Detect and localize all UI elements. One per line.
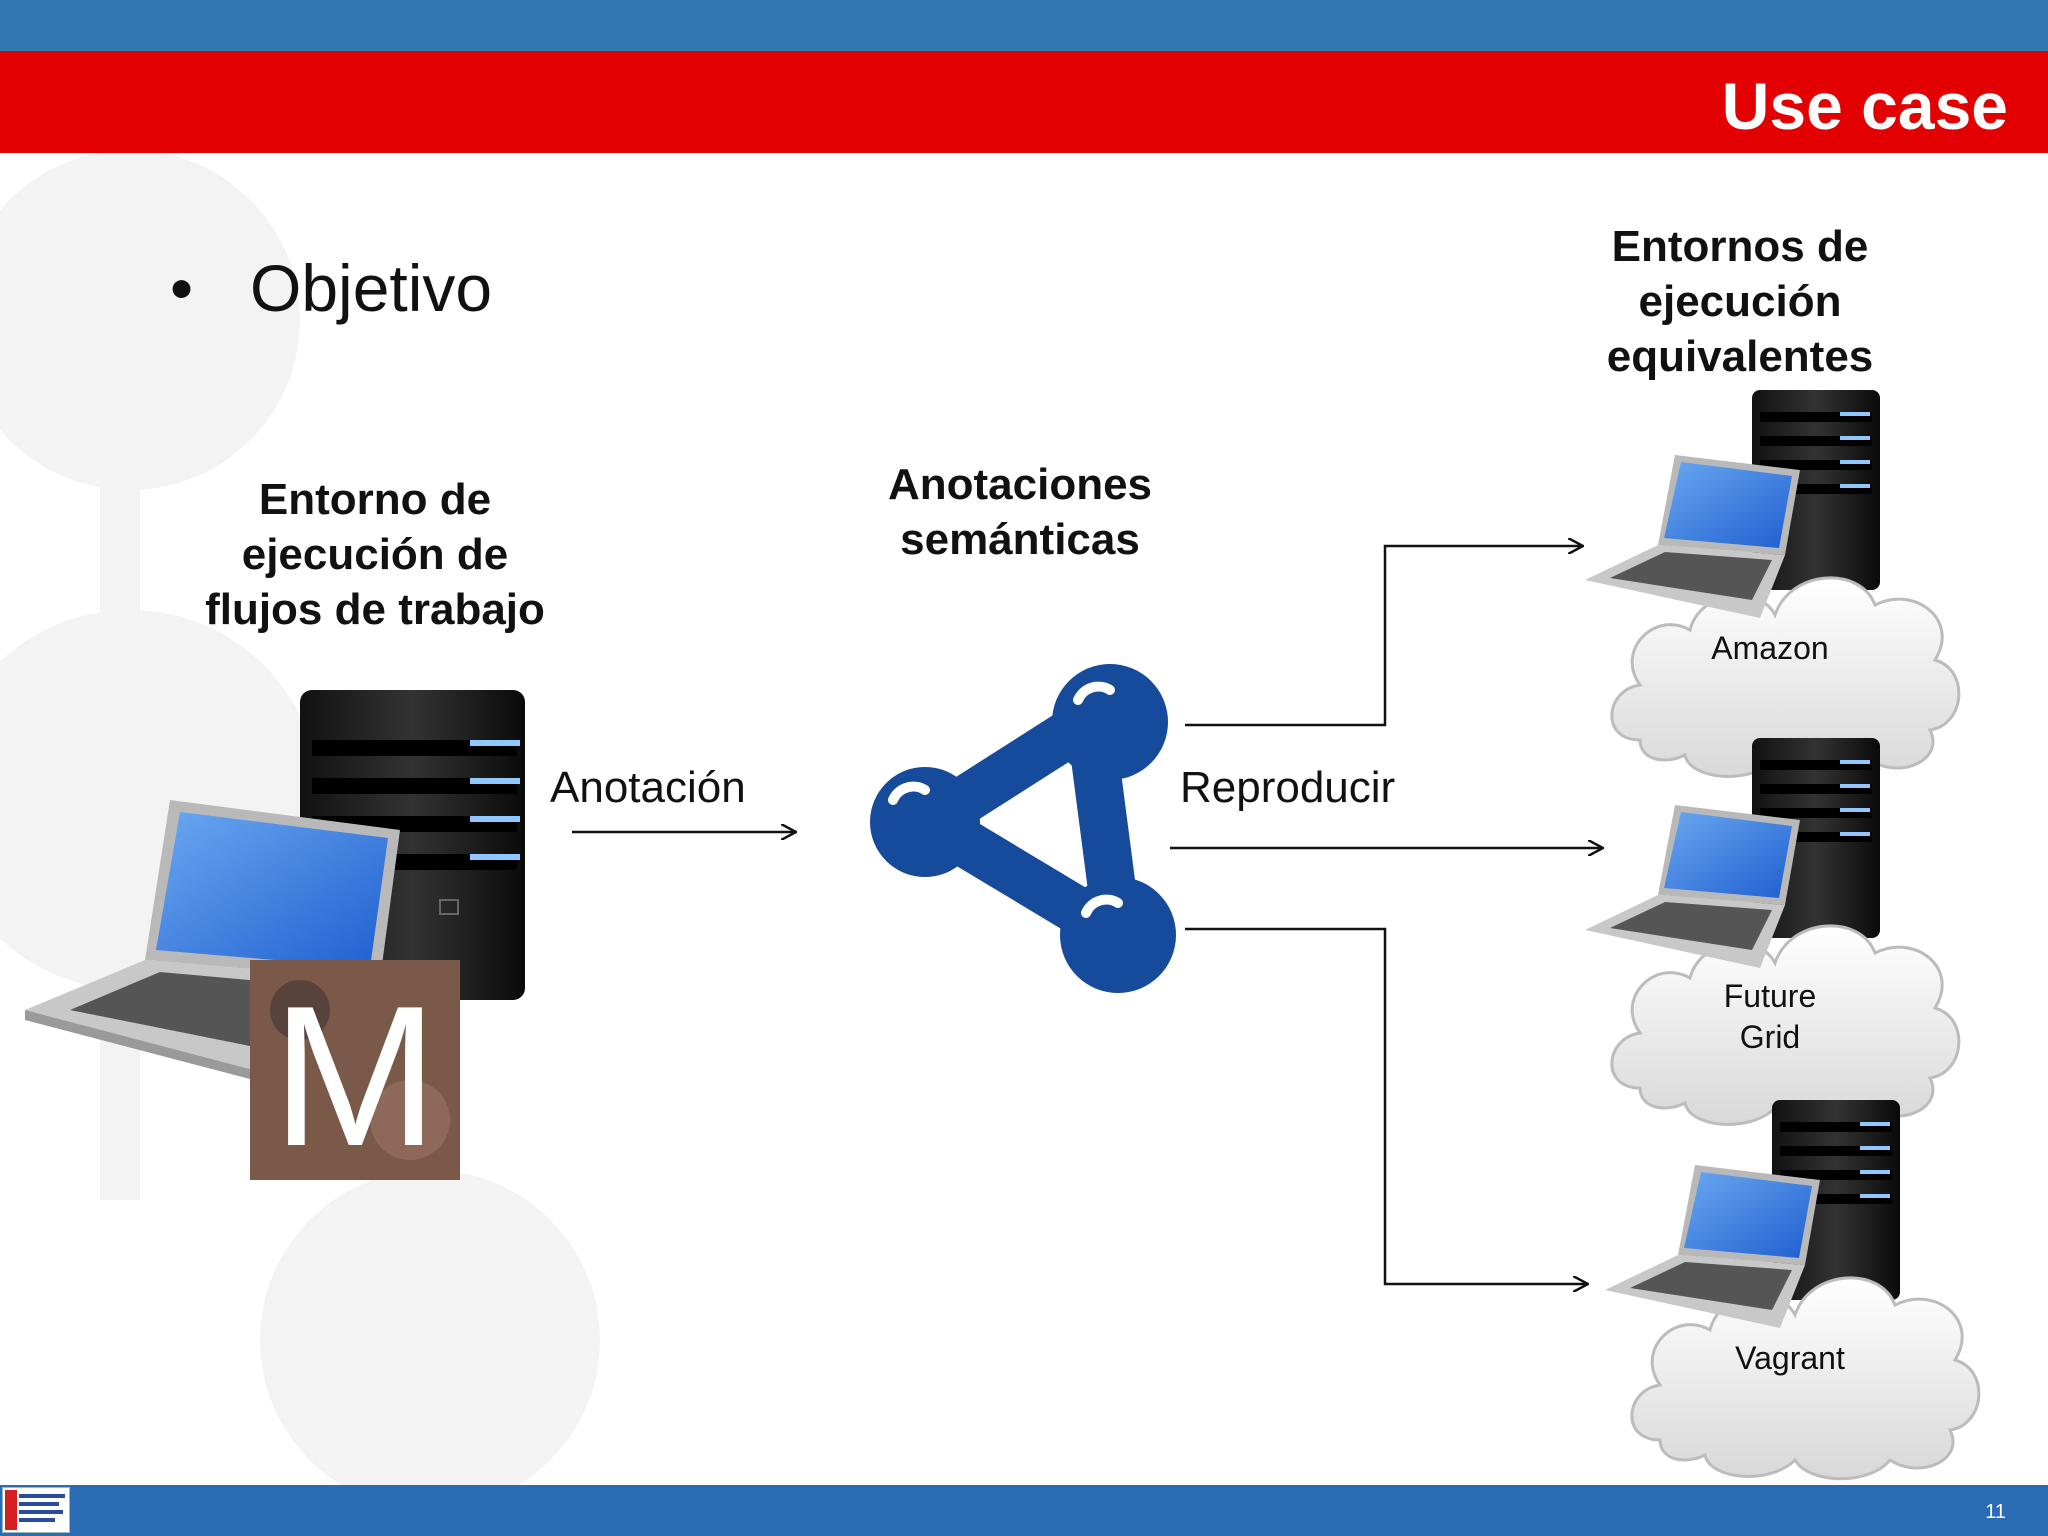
semantic-annotations-label: Anotaciones semánticas bbox=[887, 460, 1153, 564]
futuregrid-environment bbox=[1585, 738, 1961, 1129]
amazon-laptop-icon bbox=[1585, 455, 1800, 618]
title-bar bbox=[0, 51, 2048, 153]
futuregrid-laptop-icon bbox=[1585, 805, 1800, 968]
reproduce-arrow-label: Reproducir bbox=[1180, 763, 1396, 812]
bottom-bar bbox=[0, 1485, 2048, 1536]
equivalent-environments-label: Entornos de ejecución equivalentes bbox=[1606, 222, 1874, 381]
arrow-to-amazon bbox=[1185, 546, 1582, 727]
semantic-web-icon bbox=[870, 664, 1176, 993]
bullet-text: Objetivo bbox=[250, 251, 493, 325]
annotate-arrow-label: Anotación bbox=[550, 763, 746, 812]
vagrant-environment bbox=[1605, 1100, 1981, 1481]
m-logo-letter: M bbox=[272, 965, 439, 1188]
futuregrid-cloud-icon bbox=[1610, 924, 1961, 1129]
futuregrid-label: Future Grid bbox=[1723, 978, 1817, 1055]
vagrant-cloud-icon bbox=[1630, 1276, 1981, 1481]
m-logo-icon: M bbox=[250, 960, 460, 1188]
vagrant-laptop-icon bbox=[1605, 1165, 1820, 1328]
group-logo bbox=[2, 1487, 70, 1533]
amazon-environment bbox=[1585, 390, 1961, 781]
page-number: 11 bbox=[1985, 1501, 2006, 1523]
vagrant-label: Vagrant bbox=[1735, 1340, 1845, 1376]
slide-title: Use case bbox=[1721, 69, 2008, 143]
bullet-dot: • bbox=[170, 251, 194, 325]
arrow-to-vagrant bbox=[1185, 927, 1587, 1284]
source-environment-label: Entorno de ejecución de flujos de trabaj… bbox=[205, 475, 545, 634]
amazon-label: Amazon bbox=[1711, 630, 1829, 666]
top-bar bbox=[0, 0, 2048, 51]
